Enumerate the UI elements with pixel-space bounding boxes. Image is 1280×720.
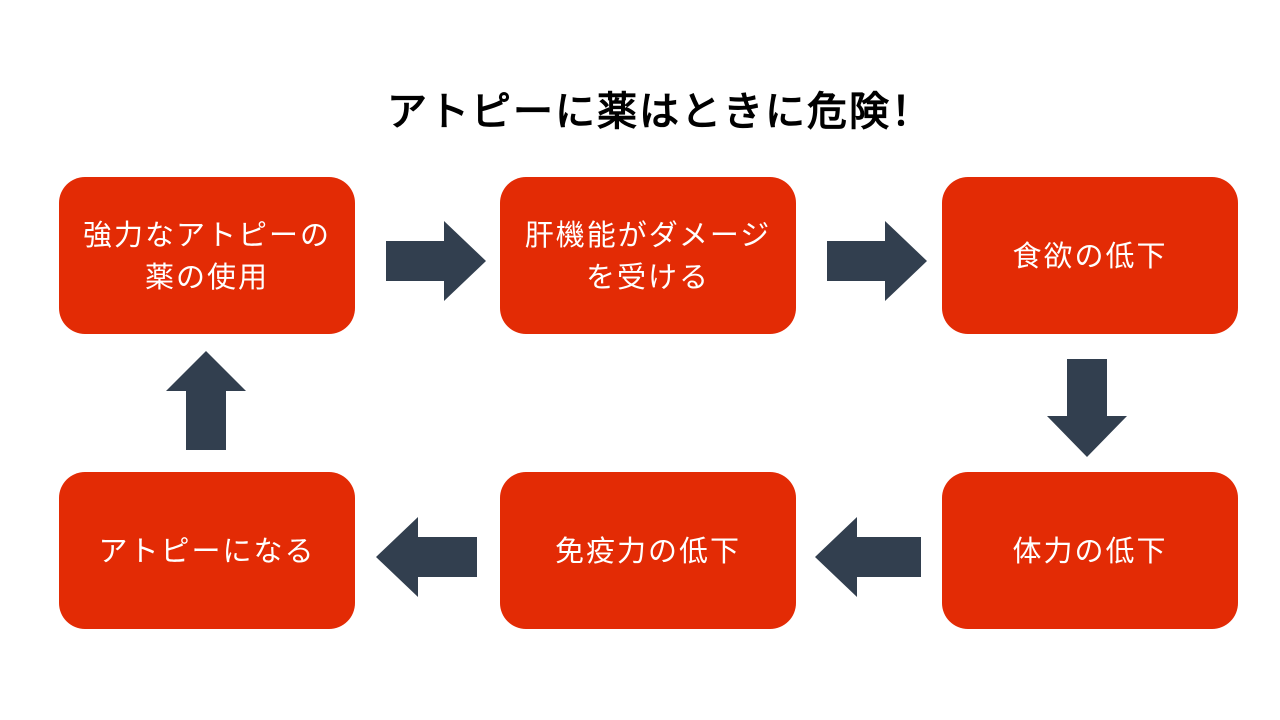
box-label: 体力の低下 xyxy=(1012,533,1168,568)
box-atopy: アトピーになる xyxy=(59,472,355,629)
arrow-left-icon xyxy=(376,517,477,597)
box-label: 免疫力の低下 xyxy=(554,533,741,568)
box-label: アトピーになる xyxy=(98,533,316,568)
arrow-right-icon xyxy=(386,221,486,301)
box-label: 肝機能がダメージ を受ける xyxy=(524,217,772,294)
box-label: 強力なアトピーの 薬の使用 xyxy=(82,217,331,294)
box-stamina-loss: 体力の低下 xyxy=(942,472,1238,629)
box-strong-medicine: 強力なアトピーの 薬の使用 xyxy=(59,177,355,334)
box-appetite-loss: 食欲の低下 xyxy=(942,177,1238,334)
box-immunity-loss: 免疫力の低下 xyxy=(500,472,796,629)
box-liver-damage: 肝機能がダメージ を受ける xyxy=(500,177,796,334)
arrow-left-icon xyxy=(815,517,921,597)
slide-title: アトピーに薬はときに危険！ xyxy=(387,89,933,135)
arrow-up-icon xyxy=(166,351,246,450)
box-label: 食欲の低下 xyxy=(1012,238,1168,273)
arrow-right-icon xyxy=(827,221,927,301)
arrow-down-icon xyxy=(1047,359,1127,457)
